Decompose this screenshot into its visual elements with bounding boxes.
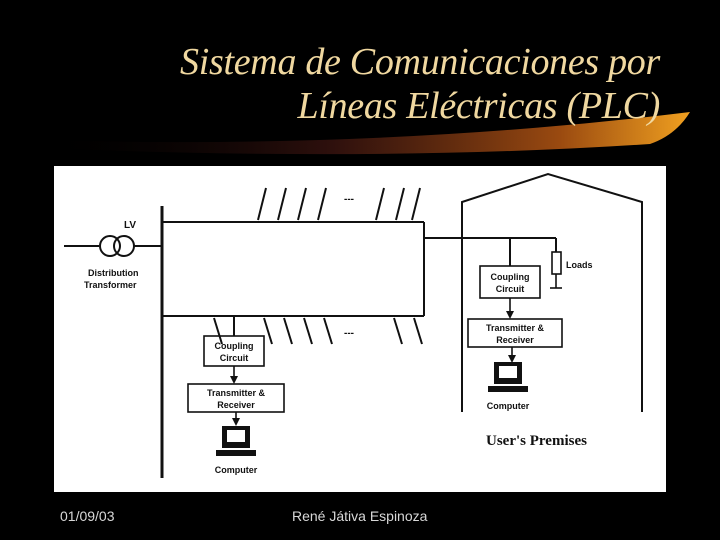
slide-title-line-2: Líneas Eléctricas (PLC) (297, 85, 660, 127)
left-txrx-label-2: Receiver (217, 400, 255, 410)
ellipsis-top: --- (344, 194, 354, 205)
premises-label: User's Premises (486, 433, 587, 449)
slide-title: Sistema de Comunicaciones por Líneas Elé… (60, 40, 660, 128)
right-txrx-label-1: Transmitter & (486, 323, 545, 333)
left-arrow-down-2-icon (232, 418, 240, 426)
slide-title-line-1: Sistema de Comunicaciones por (180, 41, 660, 83)
premises-house-outline (461, 172, 643, 412)
transformer-label-2: Transformer (84, 280, 137, 290)
transformer-coil-right (113, 235, 135, 257)
right-transmitter-receiver-box (467, 318, 563, 348)
right-arrow-down-2-icon (508, 355, 516, 363)
loads-resistor (551, 251, 562, 275)
left-computer-icon (216, 426, 256, 456)
plc-diagram: LV Distribution Transformer --- (54, 166, 666, 492)
plc-diagram-svg: LV Distribution Transformer --- (64, 172, 643, 478)
ellipsis-bottom: --- (344, 328, 354, 339)
right-computer-icon (488, 362, 528, 392)
right-txrx-label-2: Receiver (496, 335, 534, 345)
left-txrx-label-1: Transmitter & (207, 388, 266, 398)
lv-label: LV (124, 220, 136, 231)
footer-author: René Játiva Espinoza (292, 508, 428, 524)
left-computer-label: Computer (215, 465, 258, 475)
right-arrow-down-icon (506, 311, 514, 319)
lower-branch-taps (213, 317, 423, 345)
transformer-label-1: Distribution (88, 268, 139, 278)
footer-date: 01/09/03 (60, 508, 115, 524)
transformer-coil-left (99, 235, 121, 257)
left-coupling-label-2: Circuit (220, 353, 249, 363)
right-coupling-label-2: Circuit (496, 284, 525, 294)
left-arrow-down-icon (230, 376, 238, 384)
upper-branch-taps (257, 187, 421, 221)
right-computer-label: Computer (487, 401, 530, 411)
left-coupling-label-1: Coupling (215, 341, 254, 351)
loads-label: Loads (566, 260, 593, 270)
right-coupling-label-1: Coupling (491, 272, 530, 282)
